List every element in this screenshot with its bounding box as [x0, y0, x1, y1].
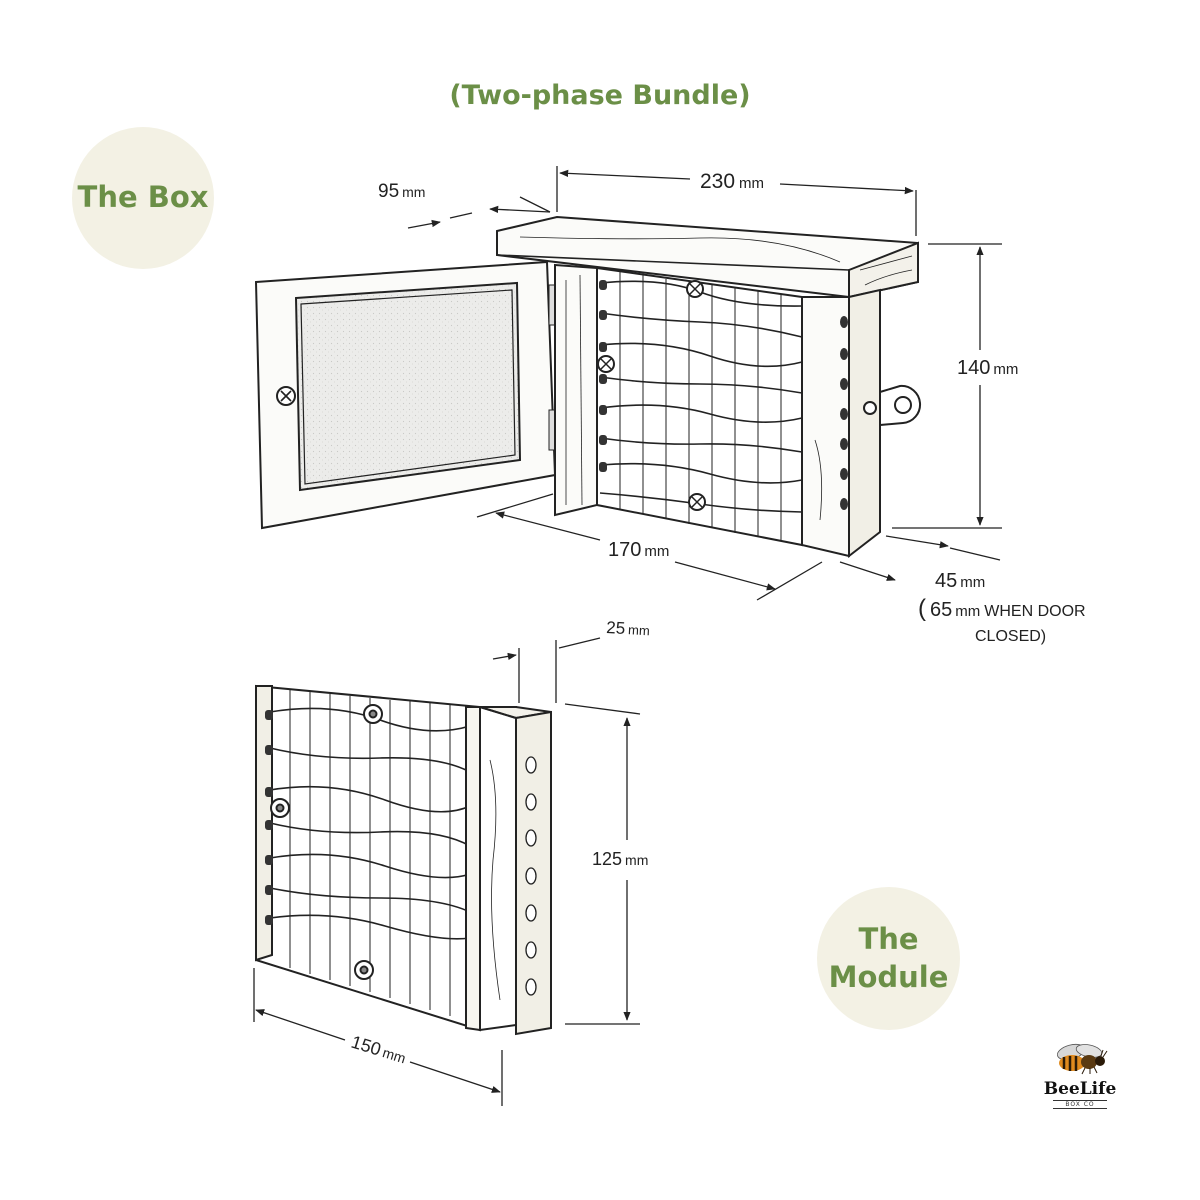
- box-drawing: [254, 215, 922, 559]
- box-right-post: [801, 288, 881, 559]
- box-inner-module: [596, 266, 822, 547]
- box-dimension-lines: [407, 166, 1002, 601]
- module-dimension-lines: [253, 637, 641, 1106]
- the-box-label: The Box: [77, 180, 209, 215]
- the-module-label-line1: The: [858, 921, 919, 956]
- bee-icon: [1056, 1043, 1108, 1075]
- box-left-post: [554, 263, 598, 517]
- the-box-badge: The Box: [72, 127, 214, 269]
- box-door: [254, 260, 557, 530]
- the-module-badge: The Module: [817, 887, 960, 1030]
- logo-name: BeeLife: [1043, 1079, 1117, 1099]
- box-top-board: [496, 215, 919, 299]
- door-screw-icon: [276, 386, 296, 406]
- beelife-logo: BeeLife BOX CO: [1040, 1042, 1120, 1109]
- page-title: (Two-phase Bundle): [449, 80, 751, 111]
- the-module-label-line2: Module: [828, 959, 949, 994]
- hanging-bracket-icon: [863, 384, 922, 427]
- box-door-note-line2: CLOSED): [975, 628, 1046, 645]
- logo-sub: BOX CO: [1053, 1100, 1107, 1109]
- module-width-label: 150mm: [349, 1032, 409, 1068]
- module-drawing: [255, 684, 552, 1036]
